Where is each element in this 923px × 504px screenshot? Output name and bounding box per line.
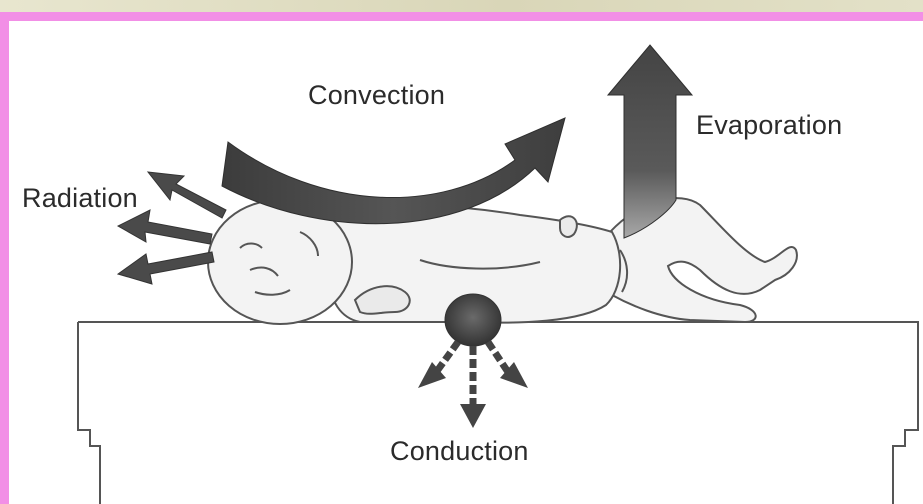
- radiation-label: Radiation: [22, 183, 138, 214]
- evaporation-label: Evaporation: [696, 110, 842, 141]
- infant-figure: [208, 198, 797, 324]
- table: [78, 322, 918, 504]
- convection-label: Convection: [308, 80, 445, 111]
- convection-arrow-icon: [222, 118, 565, 224]
- conduction-label: Conduction: [390, 436, 529, 467]
